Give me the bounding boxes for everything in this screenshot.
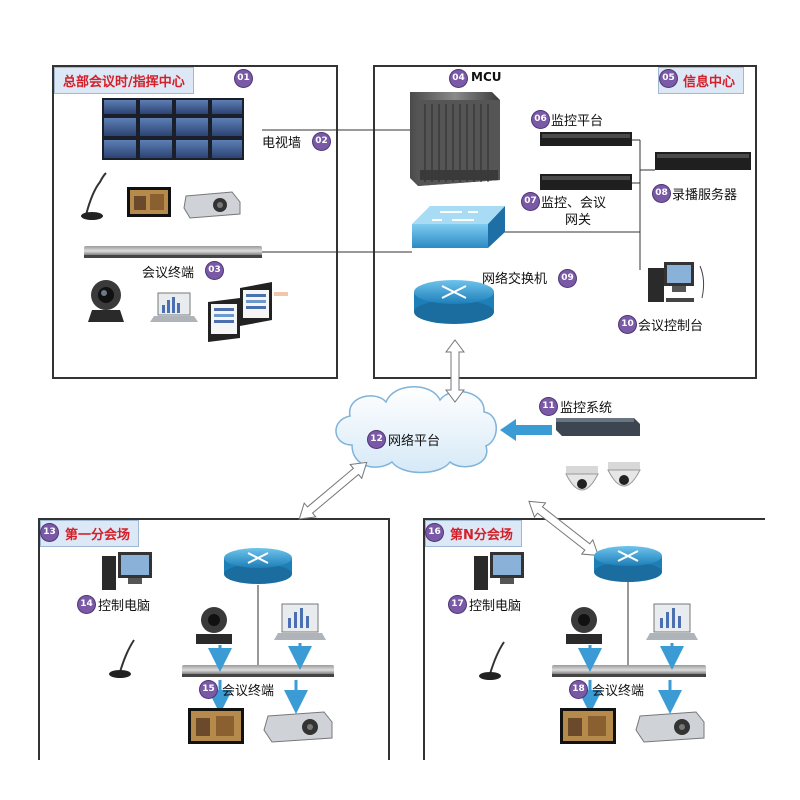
- siteN-terminal-bar-icon: [552, 665, 706, 677]
- hq-terminal-label: 会议终端: [142, 266, 195, 281]
- tv-wall-icon: [102, 98, 244, 160]
- badge-01: 01: [235, 70, 252, 87]
- badge-03: 03: [206, 262, 223, 279]
- hq-projector-icon: [183, 191, 241, 219]
- site1-router-icon: [224, 548, 292, 584]
- siteN-camera-icon: [566, 607, 602, 644]
- hq-terminal-bar-icon: [84, 246, 262, 258]
- surveillance-label: 监控系统: [560, 401, 613, 416]
- hq-display-icon: [127, 187, 171, 217]
- badge-05: 05: [660, 70, 677, 87]
- site1-camera-icon: [196, 607, 232, 644]
- siteN-title: 第N分会场: [450, 528, 513, 543]
- mcu-rack-icon: [410, 92, 500, 186]
- site1-laptop-icon: [274, 603, 326, 640]
- siteN-terminal-label: 会议终端: [592, 684, 645, 699]
- siteN-arrows: [578, 643, 684, 714]
- siteN-projector-icon: [635, 711, 705, 743]
- badge-16: 16: [426, 524, 443, 541]
- badge-18: 18: [570, 681, 587, 698]
- siteN-pc-label: 控制电脑: [469, 599, 522, 614]
- recorder-device-icon: [655, 152, 751, 170]
- siteN-laptop-icon: [646, 603, 698, 640]
- recorder-label: 录播服务器: [672, 188, 738, 203]
- badge-06: 06: [532, 111, 549, 128]
- network-cloud-icon: [335, 386, 497, 474]
- site1-terminal-label: 会议终端: [222, 684, 275, 699]
- console-computer-icon: [648, 262, 705, 302]
- badge-12: 12: [368, 431, 385, 448]
- mcu-label: MCU: [471, 70, 502, 84]
- site1-projector-icon: [263, 711, 333, 743]
- network-platform-label: 网络平台: [388, 434, 441, 449]
- hq-header: 总部会议时/指挥中心: [54, 67, 194, 94]
- info-center-header: 信息中心: [658, 67, 745, 94]
- gateway-label-1: 监控、会议: [541, 196, 607, 211]
- site1-title: 第一分会场: [65, 528, 131, 543]
- network-switch-icon: [412, 206, 505, 248]
- site1-link-arrow: [298, 461, 368, 520]
- site1-display-icon: [188, 708, 244, 744]
- badge-04: 04: [450, 70, 467, 87]
- badge-11: 11: [540, 398, 557, 415]
- badge-15: 15: [200, 681, 217, 698]
- badge-17: 17: [449, 596, 466, 613]
- tv-wall-label: 电视墙: [262, 136, 302, 151]
- hq-camera-icon: [88, 280, 124, 322]
- badge-08: 08: [653, 185, 670, 202]
- connection-lines: [257, 129, 655, 665]
- uplink-arrow: [445, 339, 465, 403]
- hq-title: 总部会议时/指挥中心: [63, 75, 185, 90]
- monitor-platform-label: 监控平台: [551, 114, 604, 129]
- gateway-device-icon: [540, 174, 632, 190]
- site1-terminal-bar-icon: [182, 665, 334, 677]
- dome-camera-icons: [565, 462, 641, 491]
- gateway-label-2: 网关: [565, 213, 592, 228]
- siteN-microphone-icon: [479, 641, 505, 680]
- surveillance-arrow: [500, 419, 552, 441]
- siteN-display-icon: [560, 708, 616, 744]
- siteN-pc-icon: [474, 552, 524, 590]
- badge-07: 07: [522, 193, 539, 210]
- hq-tablets-icon: [208, 282, 288, 342]
- hq-microphone-icon: [81, 172, 107, 220]
- badge-09: 09: [559, 270, 576, 287]
- badge-13: 13: [41, 524, 58, 541]
- monitor-platform-device-icon: [540, 132, 632, 146]
- badge-14: 14: [78, 596, 95, 613]
- site1-arrows: [208, 643, 312, 714]
- info-center-title: 信息中心: [683, 75, 736, 90]
- badge-02: 02: [313, 133, 330, 150]
- switch-label: 网络交换机: [482, 272, 548, 287]
- siteN-router-icon: [594, 546, 662, 582]
- hq-router-icon: [414, 280, 494, 324]
- hq-laptop-icon: [150, 292, 198, 322]
- badge-10: 10: [619, 316, 636, 333]
- console-label: 会议控制台: [638, 319, 704, 334]
- site1-pc-icon: [102, 552, 152, 590]
- site1-pc-label: 控制电脑: [98, 599, 151, 614]
- surveillance-device-icon: [556, 418, 640, 436]
- site1-microphone-icon: [109, 639, 135, 678]
- siteN-link-arrow: [528, 500, 600, 557]
